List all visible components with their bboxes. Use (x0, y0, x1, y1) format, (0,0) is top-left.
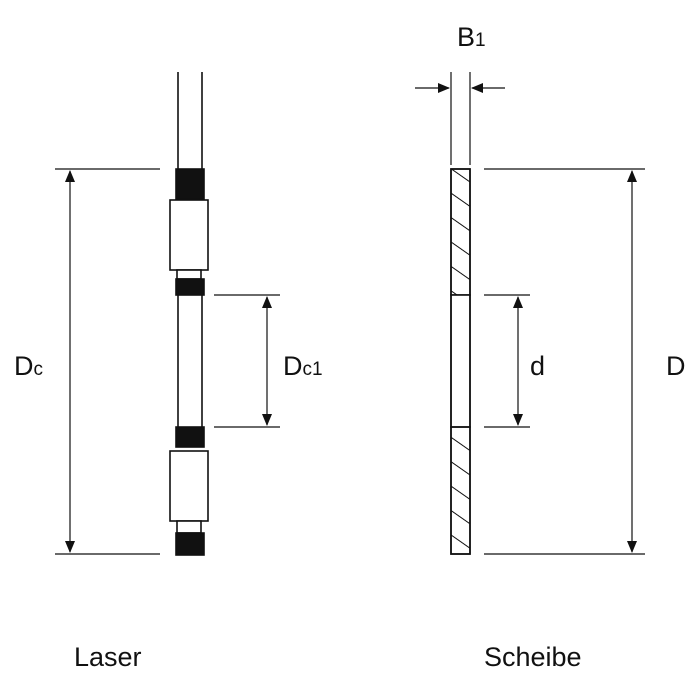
cage-bottom-connector (176, 520, 202, 534)
label-d-bore: d (530, 351, 546, 381)
label-dc1-main: D (283, 351, 303, 381)
caption-scheibe: Scheibe (484, 642, 582, 672)
caption-laser: Laser (74, 642, 142, 672)
dimension-dc (55, 168, 160, 555)
label-b1-sub: 1 (475, 30, 486, 51)
cage-mid-upper-dark (175, 278, 205, 296)
cage-top-dark-block (175, 168, 205, 200)
label-dc1-sub: c1 (302, 359, 323, 380)
washer-lower-hatched (450, 426, 471, 555)
washer-outline (450, 168, 471, 555)
cage-top-roller (169, 199, 209, 271)
washer-bore-gap (450, 294, 471, 428)
label-dc-main: D (14, 351, 34, 381)
label-D-outer: D (666, 351, 686, 381)
cage-bottom-roller (169, 450, 209, 522)
label-dc: Dc (14, 353, 43, 380)
dimension-D-outer (484, 168, 645, 555)
cage-bottom-dark-block (175, 532, 205, 556)
label-b1-main: B (457, 22, 476, 52)
washer-upper-hatched (450, 168, 471, 296)
cage-top-connector (176, 269, 202, 280)
dimension-d-bore (484, 294, 530, 428)
label-b1: B1 (457, 24, 486, 51)
label-dc-sub: c (33, 359, 44, 380)
label-dc1: Dc1 (283, 353, 323, 380)
dimension-dc1 (214, 294, 280, 428)
cage-section (169, 72, 209, 556)
dimension-b1 (415, 72, 505, 165)
washer-section (450, 168, 471, 555)
cage-mid-lower-dark (175, 426, 205, 448)
